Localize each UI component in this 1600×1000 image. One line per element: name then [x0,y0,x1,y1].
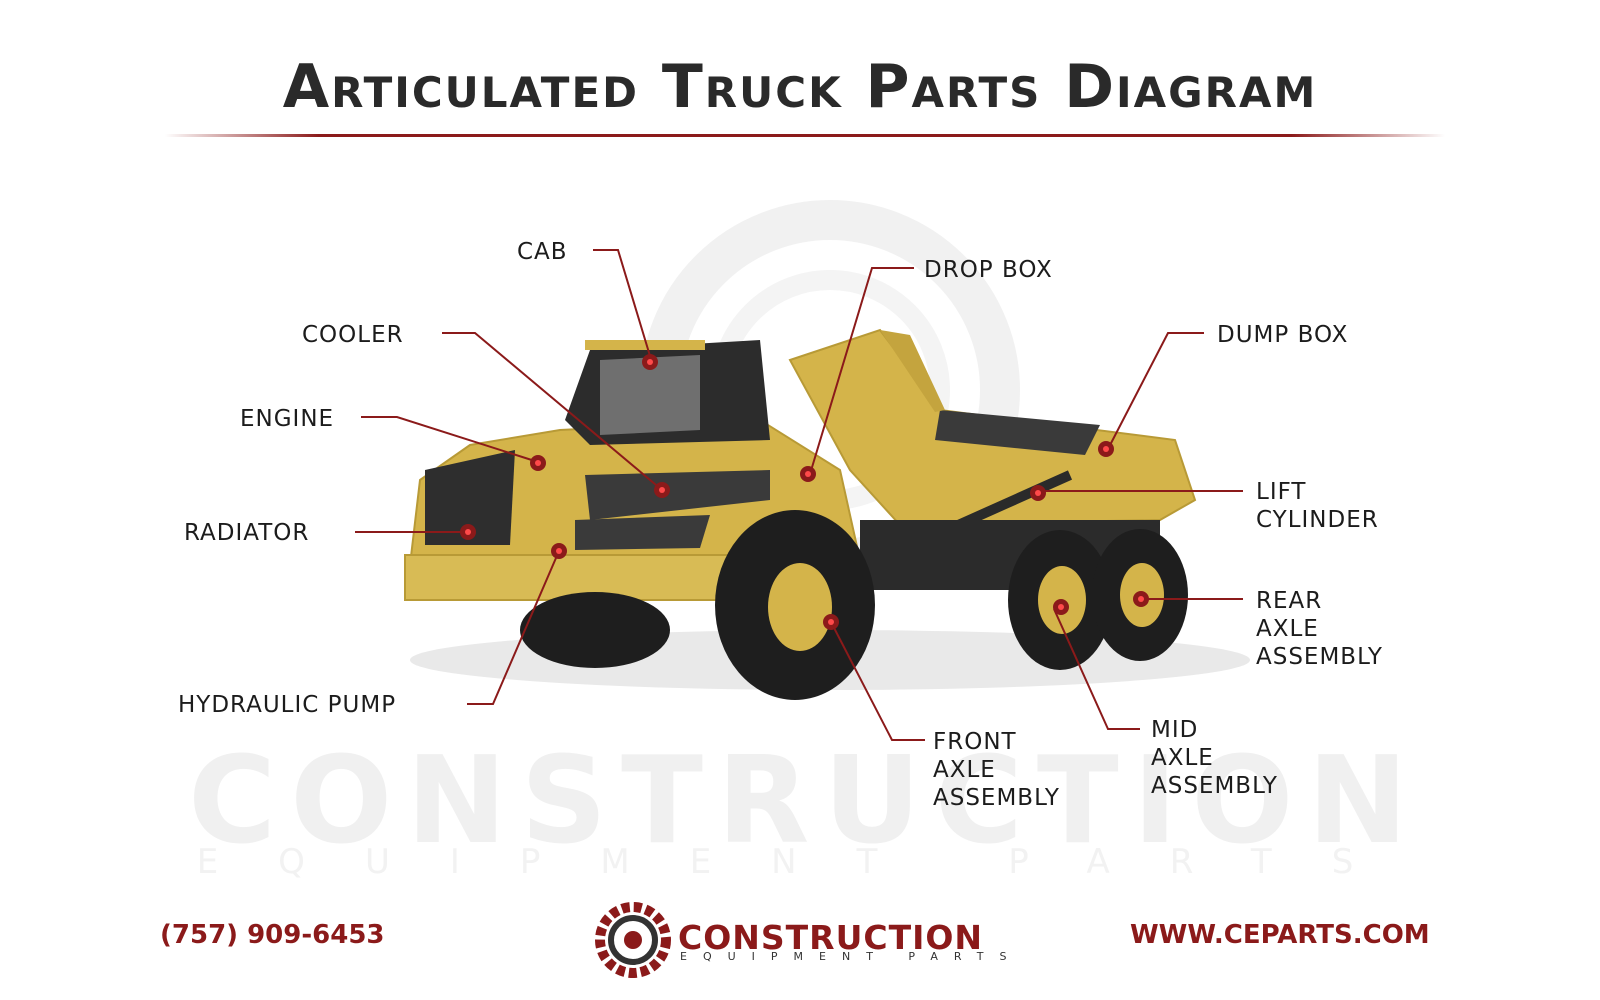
label-line: ASSEMBLY [1151,773,1278,799]
drop-box-leader [809,267,914,475]
leader-lines [355,249,1243,741]
lift-cylinder-target-icon [1030,485,1046,501]
label-drop-box: DROP BOX [924,257,1053,283]
label-engine: ENGINE [240,406,335,432]
label-cab: CAB [517,239,568,265]
target-dots [460,354,1149,630]
front-tires [520,510,875,700]
cooler-leader [442,332,663,491]
page-title: Articulated Truck Parts Diagram [282,52,1318,122]
label-line: MID [1151,717,1199,743]
label-line: FRONT [933,729,1017,755]
dump-box-target-icon [1098,441,1114,457]
mid-axle-target-icon [1053,599,1069,615]
label-front-axle: FRONT AXLE ASSEMBLY [933,728,1060,812]
front-axle-leader [830,621,925,741]
logo-subtext: EQUIPMENT PARTS [680,950,1023,963]
phone-number[interactable]: (757) 909-6453 [160,920,385,950]
cooler-target-icon [654,482,670,498]
dump-box-leader [1107,332,1204,450]
website-link[interactable]: WWW.CEPARTS.COM [1130,920,1430,950]
cab-leader [593,249,651,357]
label-hydraulic-pump: HYDRAULIC PUMP [178,692,397,718]
label-line: LIFT [1256,479,1307,505]
label-line: ASSEMBLY [933,785,1060,811]
engine-leader [361,416,539,463]
hydraulic-pump-target-icon [551,543,567,559]
label-cooler: COOLER [302,322,404,348]
label-line: AXLE [1256,616,1319,642]
label-lift-cylinder: LIFT CYLINDER [1256,478,1379,534]
cab-shape [565,340,770,445]
label-radiator: RADIATOR [184,520,310,546]
logo-text: CONSTRUCTION [678,918,984,957]
label-dump-box: DUMP BOX [1217,322,1349,348]
mid-axle-leader [1053,608,1140,730]
radiator-target-icon [460,524,476,540]
label-mid-axle: MID AXLE ASSEMBLY [1151,716,1278,800]
gear-logo-icon [595,902,671,978]
engine-target-icon [530,455,546,471]
dump-box [788,328,1197,527]
watermark-text: CONSTRUCTION [188,732,1422,871]
cab-target-icon [642,354,658,370]
watermark-subtext: EQUIPMENT PARTS [196,842,1414,882]
rear-axle-target-icon [1133,591,1149,607]
label-line: AXLE [933,757,996,783]
label-rear-axle: REAR AXLE ASSEMBLY [1256,587,1383,671]
label-line: REAR [1256,588,1323,614]
hydraulic-pump-leader [467,550,560,705]
front-axle-target-icon [823,614,839,630]
label-line: CYLINDER [1256,507,1379,533]
label-line: ASSEMBLY [1256,644,1383,670]
title-divider [165,134,1445,137]
label-line: AXLE [1151,745,1214,771]
drop-box-target-icon [800,466,816,482]
